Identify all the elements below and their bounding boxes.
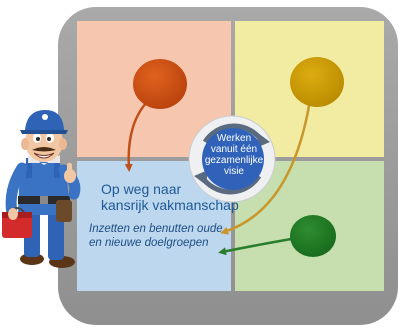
label-doelgroepen: Inzetten en benutten oude en nieuwe doel… (89, 222, 223, 250)
center-text: Werken vanuit één gezamenlijke visie (191, 133, 277, 177)
center-text-line1: Werken (216, 133, 252, 144)
cycle-arrow-bottom-head-icon (194, 170, 208, 185)
cycle-arrow-bottom-icon (199, 174, 262, 195)
arrow-green (218, 236, 298, 256)
label-vakmanschap-line2: kansrijk vakmanschap (101, 197, 239, 213)
arrow-orange (124, 96, 153, 172)
label-doelgroepen-line2: en nieuwe doelgroepen (89, 237, 209, 249)
center-text-line4: visie (223, 166, 244, 177)
mechanic-mascot-icon (2, 110, 81, 268)
center-text-line2: vanuit één (210, 144, 258, 155)
label-vakmanschap-line1: Op weg naar (101, 181, 182, 197)
arrow-yellow (220, 99, 312, 235)
center-text-line3: gezamenlijke (204, 155, 264, 166)
cycle-arrow-top-icon (202, 123, 265, 144)
dot-yellow (290, 57, 344, 107)
dot-green (290, 215, 336, 257)
center-circle (202, 128, 264, 190)
label-vakmanschap: Op weg naar kansrijk vakmanschap (101, 181, 239, 213)
label-doelgroepen-line1: Inzetten en benutten oude (89, 223, 223, 235)
dot-orange (133, 59, 187, 109)
